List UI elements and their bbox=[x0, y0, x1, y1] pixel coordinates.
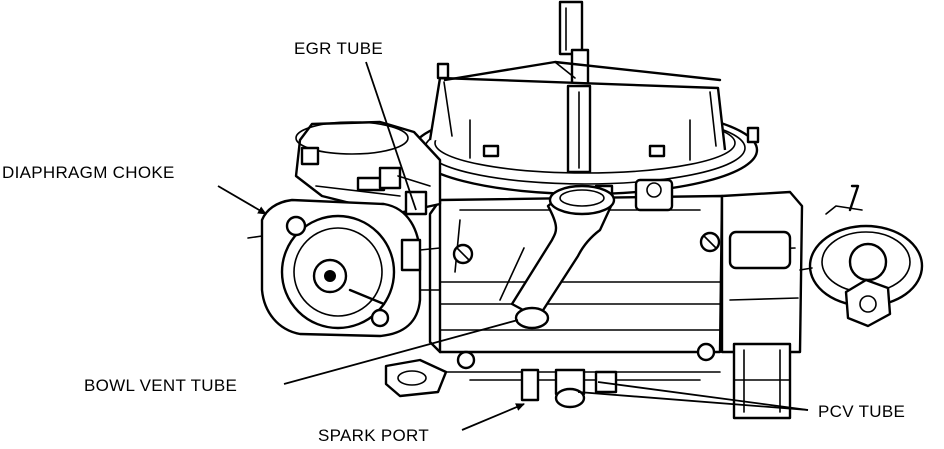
spark-port-leader bbox=[461, 403, 525, 431]
spark-port-label: SPARK PORT bbox=[318, 426, 429, 444]
right-bowl bbox=[720, 190, 804, 420]
callout-labels: EGR TUBE DIAPHRAGM CHOKE BOWL VENT TUBE … bbox=[2, 39, 905, 445]
carburetor-illustration bbox=[247, 0, 924, 420]
choke-housing bbox=[247, 198, 441, 338]
egr-tube-label: EGR TUBE bbox=[294, 39, 383, 58]
bowl-vent-tube-part bbox=[499, 184, 616, 330]
choke-linkage bbox=[294, 120, 442, 216]
air-horn-box bbox=[428, 60, 760, 174]
egr-tube-leader bbox=[365, 61, 417, 211]
diaphragm-choke-label: DIAPHRAGM CHOKE bbox=[2, 163, 175, 182]
pcv-tube-leader-b bbox=[597, 381, 809, 411]
pcv-tube-leader-a bbox=[577, 391, 809, 411]
pcv-tube-label: PCV TUBE bbox=[818, 402, 905, 421]
bowl-vent-tube-leader bbox=[283, 319, 519, 385]
leader-lines bbox=[217, 61, 809, 431]
bowl-vent-tube-label: BOWL VENT TUBE bbox=[84, 376, 237, 395]
diaphragm-choke-leader bbox=[217, 185, 267, 215]
base-plate bbox=[384, 358, 721, 409]
secondary-diaphragm bbox=[799, 184, 924, 328]
top-stud bbox=[558, 0, 590, 92]
